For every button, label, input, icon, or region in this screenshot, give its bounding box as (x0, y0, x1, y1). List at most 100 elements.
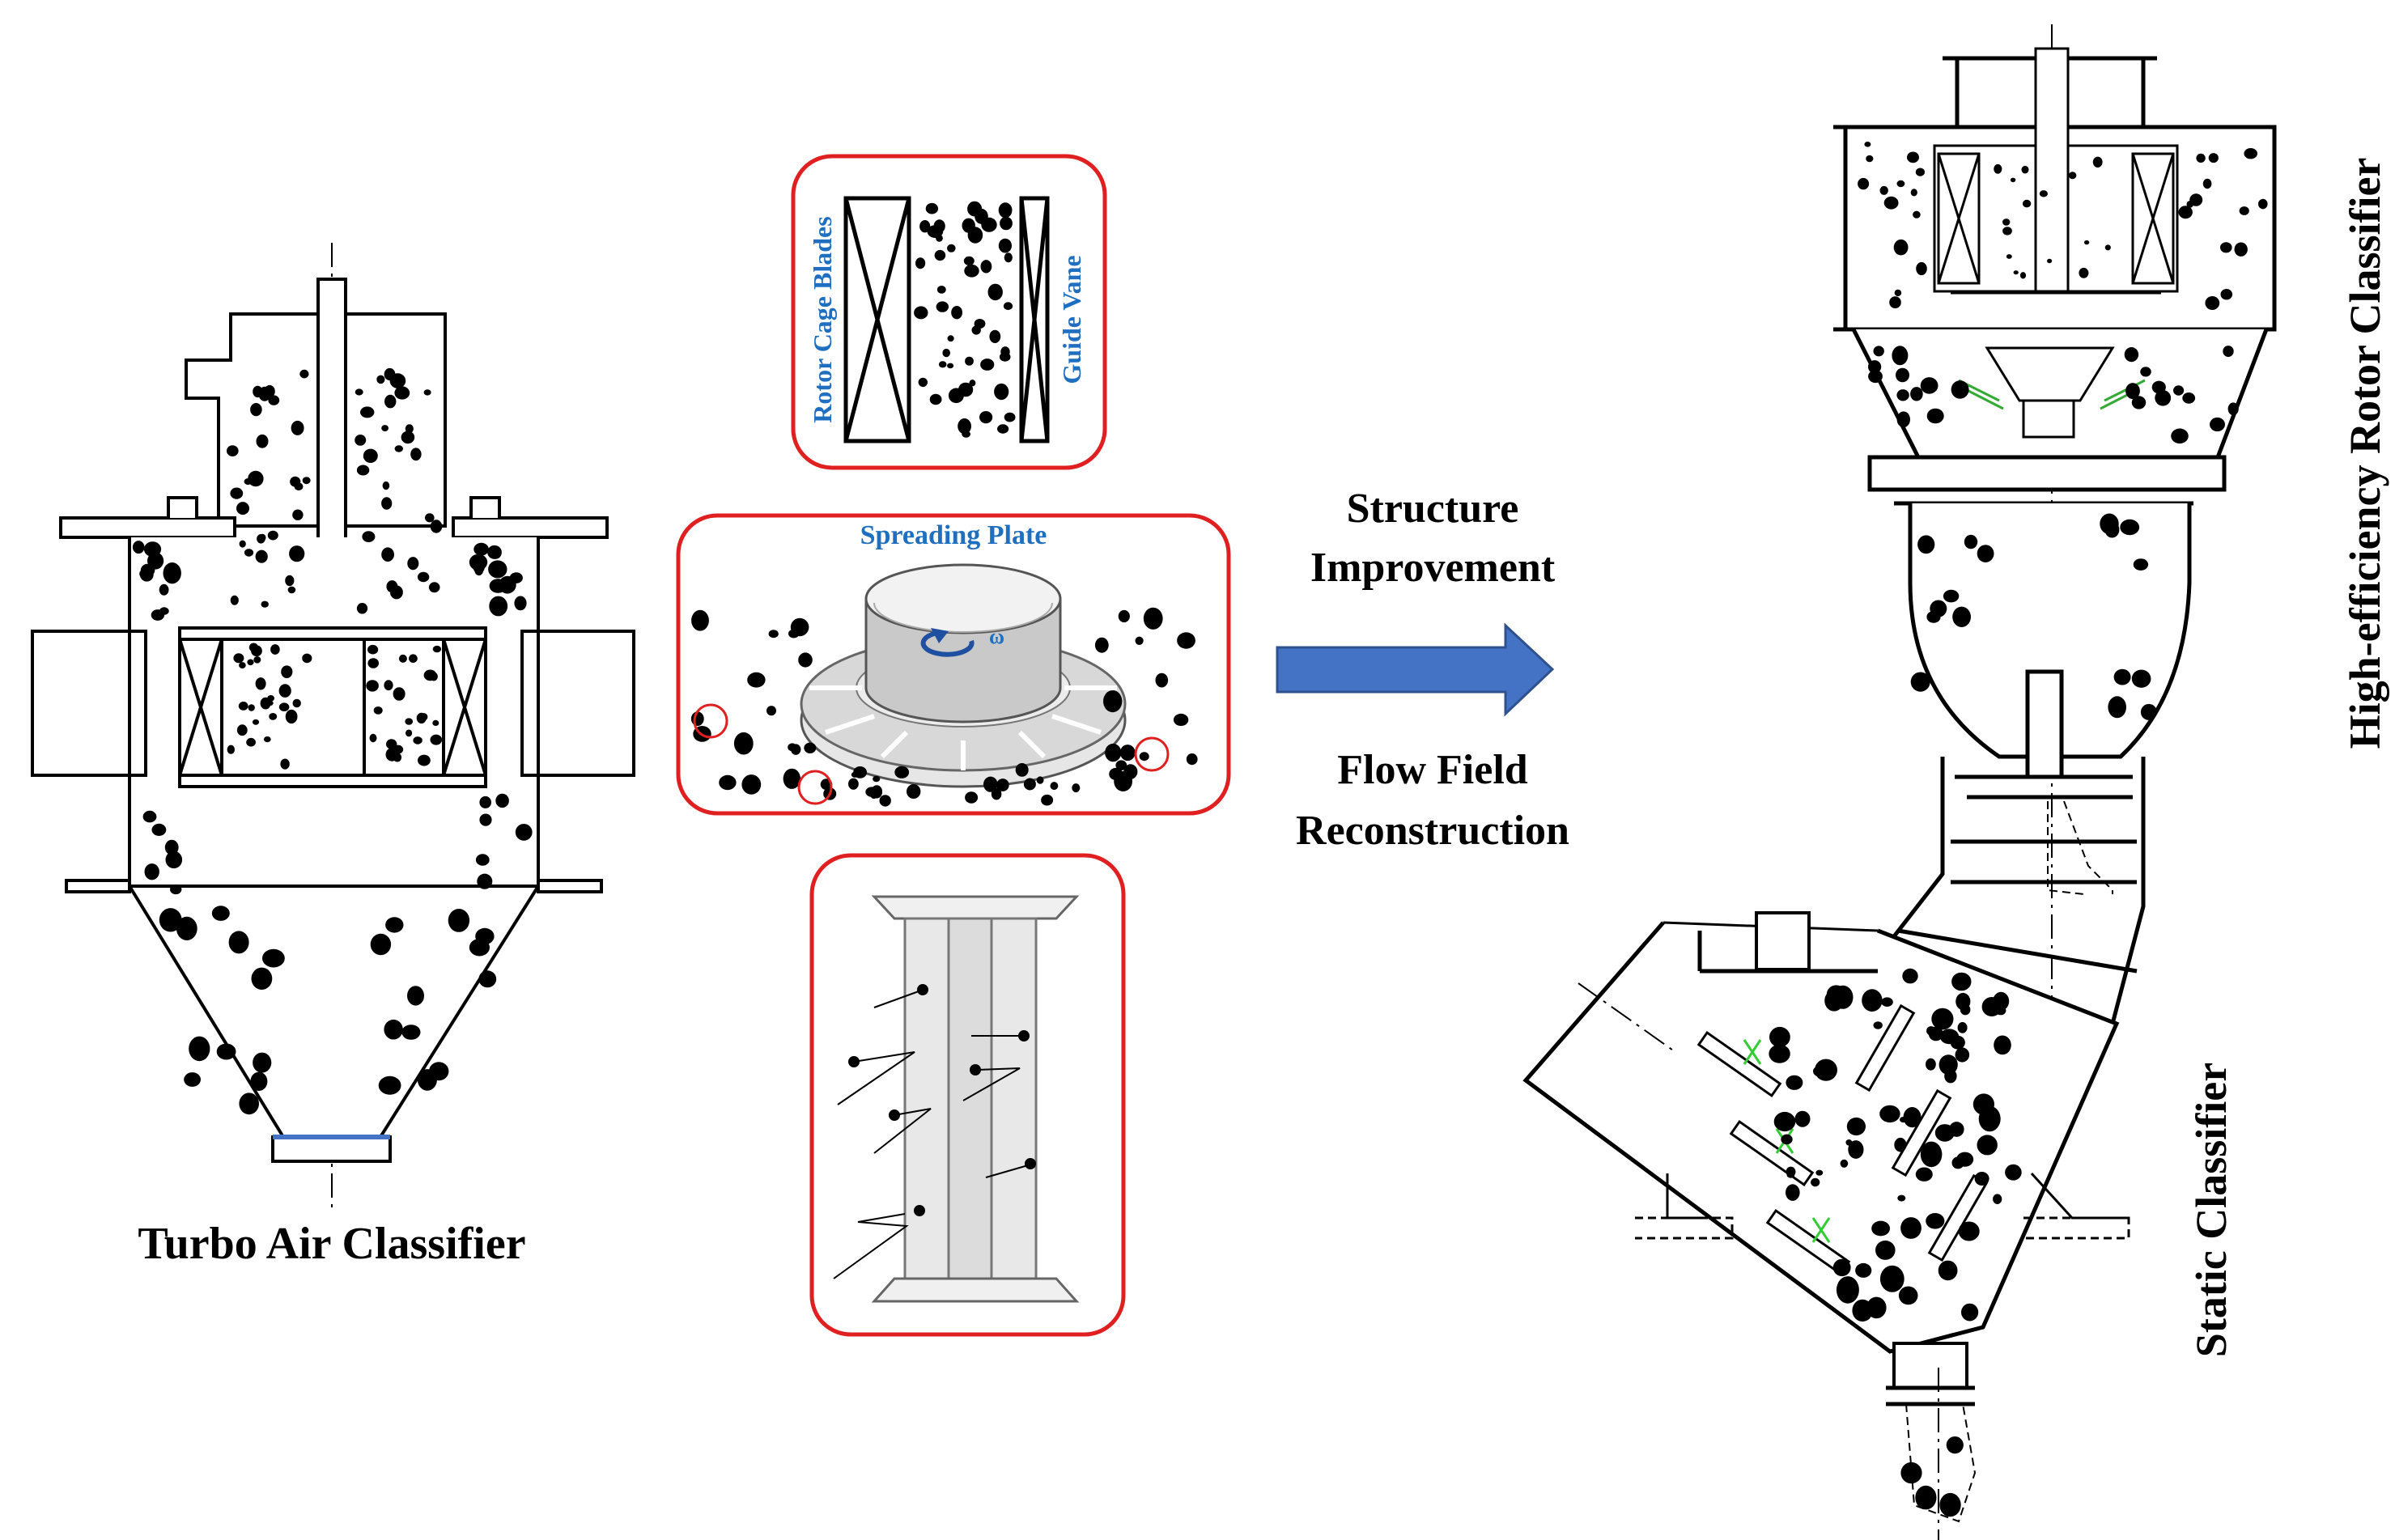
particle (239, 540, 246, 548)
particle (983, 776, 998, 792)
particle (1938, 1260, 1958, 1281)
particle (1920, 377, 1939, 394)
particle (1023, 778, 1036, 791)
particle (999, 352, 1011, 362)
particle (1889, 296, 1901, 308)
high-efficiency-label: High-efficiency Rotor Classifier (2341, 158, 2389, 749)
particle (1943, 589, 1960, 603)
particle (163, 562, 181, 584)
particle (1879, 185, 1888, 195)
particle (1103, 690, 1123, 713)
particle (239, 1092, 260, 1115)
particle (1952, 606, 1972, 627)
particle (236, 724, 248, 736)
particle (2002, 218, 2011, 226)
particle (413, 736, 423, 745)
particle (370, 933, 392, 956)
particle (947, 335, 954, 342)
particle (239, 662, 246, 669)
particle (1951, 1156, 1964, 1169)
particle (934, 249, 946, 261)
particle (1858, 177, 1870, 190)
particle (360, 406, 375, 418)
particle (216, 1043, 236, 1060)
particle (1903, 1107, 1922, 1128)
particle (1939, 1492, 1961, 1517)
particle (1868, 360, 1882, 374)
particle (248, 704, 255, 711)
particle (1894, 1137, 1907, 1152)
particle (2120, 519, 2140, 536)
particle (962, 431, 970, 438)
particle (2208, 153, 2219, 163)
particle (1926, 1058, 1936, 1071)
particle (1115, 760, 1127, 770)
particle (355, 388, 363, 396)
particle (410, 448, 422, 461)
particle (394, 445, 403, 452)
particle (2244, 148, 2257, 159)
structure-label-2: Improvement (1310, 545, 1556, 591)
turbo-label: Turbo Air Classifier (138, 1219, 525, 1269)
particle (176, 916, 197, 940)
particle (951, 306, 962, 320)
flow-label-1: Flow Field (1337, 747, 1528, 793)
particle (1105, 743, 1122, 762)
particle (1955, 992, 1971, 1011)
particle (1050, 782, 1059, 791)
particle (189, 1036, 210, 1062)
particle (2196, 153, 2206, 163)
particle (432, 645, 442, 653)
particle (1004, 252, 1013, 263)
particle (1879, 1265, 1905, 1292)
particle (2239, 206, 2249, 215)
particle (2039, 190, 2048, 197)
particle (1015, 763, 1029, 777)
particle (1786, 1075, 1803, 1090)
particle (1832, 1258, 1851, 1277)
particle (1896, 180, 1905, 188)
particle (384, 1019, 403, 1040)
particle (382, 481, 390, 490)
particle (918, 377, 928, 388)
particle (384, 680, 393, 691)
particle (925, 202, 939, 214)
particle (1177, 632, 1195, 649)
particle (514, 596, 527, 611)
particle (1118, 609, 1130, 623)
particle (2140, 703, 2157, 720)
particle (2151, 380, 2166, 394)
particle (933, 219, 945, 233)
particle (381, 425, 389, 432)
particle (2002, 227, 2012, 235)
particle (914, 306, 928, 320)
particle (1135, 636, 1144, 645)
particle (766, 706, 776, 716)
particle (244, 549, 254, 557)
particle (1896, 367, 1909, 383)
particle (356, 465, 370, 476)
particle (947, 363, 954, 369)
particle (741, 774, 762, 795)
particle (170, 884, 182, 895)
particle (1910, 672, 1930, 692)
particle (267, 695, 274, 702)
particle (184, 1072, 202, 1087)
particle (1951, 972, 1972, 991)
particle (270, 644, 280, 655)
particle (948, 388, 964, 404)
particle (423, 389, 431, 396)
particle (302, 653, 312, 664)
particle (1881, 997, 1893, 1007)
particle (2220, 242, 2232, 253)
particle (798, 652, 813, 668)
particle (389, 373, 406, 388)
particle (1866, 155, 1874, 163)
particle (428, 582, 440, 593)
particle (1769, 1026, 1790, 1048)
particle (974, 319, 986, 329)
particle (1186, 753, 1198, 766)
particle (2131, 669, 2151, 688)
particle (1855, 1262, 1872, 1278)
particle (473, 542, 489, 556)
